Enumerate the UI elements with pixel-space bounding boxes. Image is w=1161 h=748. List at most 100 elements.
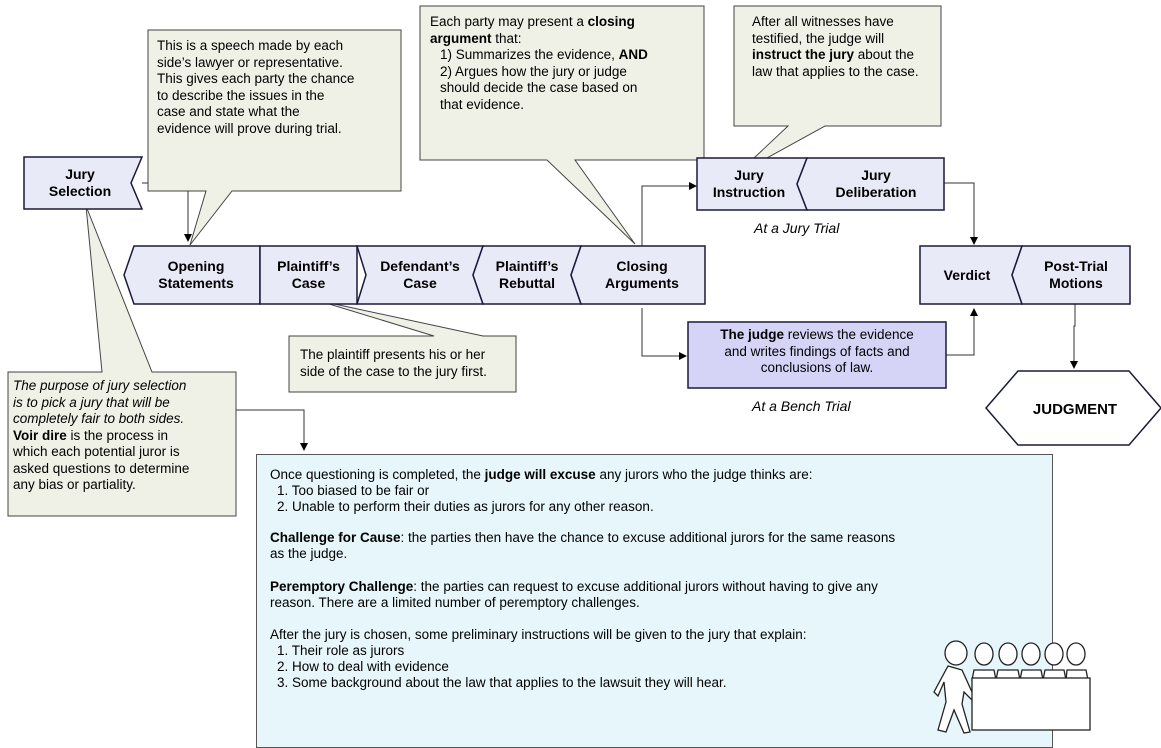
details-peremptory-cont: reason. There are a limited number of pe… [270, 595, 640, 610]
bench-trial-line: The judge reviews the evidence [690, 327, 944, 344]
callout-closing-line: 1) Summarizes the evidence, AND [430, 47, 648, 64]
step-jury-deliberation-label: Deliberation [835, 184, 917, 200]
callout-closing-bold: AND [618, 47, 648, 62]
callout-closing-line: argument that: [430, 31, 648, 48]
details-excuse-item: 2. Unable to perform their duties as jur… [277, 499, 654, 514]
callout-instruction-line: law that applies to the case. [752, 63, 919, 79]
step-defendants-case: Defendant’s Case [365, 248, 475, 302]
step-opening-statements: Opening Statements [134, 248, 258, 302]
callout-closing-text: 1) Summarizes the evidence, [440, 47, 619, 62]
callout-opening-line: case and state what the [157, 104, 300, 119]
step-plaintiffs-case-label: Case [291, 275, 326, 291]
connector-closing-to-instruction [641, 182, 697, 246]
step-judgment: JUDGMENT [1032, 400, 1118, 418]
details-peremptory-bold: Peremptory Challenge [270, 579, 414, 594]
callout-instruction-shape [733, 5, 942, 176]
step-jury-instruction-label: Jury [734, 167, 764, 183]
callout-opening-line: to describe the issues in the [157, 87, 325, 103]
details-after-item: 1. Their role as jurors [277, 643, 405, 658]
post-trial-shape [1011, 245, 1131, 305]
callout-plaintiff-line: The plaintiff presents his or her [300, 347, 486, 362]
details-cause-cont: as the judge. [270, 546, 348, 561]
step-jury-selection-label: Selection [48, 183, 112, 199]
callout-selection-line: Voir dire is the process in [13, 428, 189, 445]
callout-instruction-text: about the [854, 47, 915, 62]
details-peremptory: Peremptory Challenge: the parties can re… [270, 579, 878, 595]
callout-closing-line: should decide the case based on [440, 80, 638, 95]
callout-closing-line: Each party may present a closing [430, 14, 648, 31]
step-defendants-case-label: Case [403, 275, 437, 291]
callout-selection-bold: Voir dire [13, 427, 67, 443]
details-excuse-item: 1. Too biased to be fair or [277, 483, 430, 498]
connector-deliberation-to-verdict [944, 182, 978, 245]
step-opening-statements-label: Opening [167, 258, 225, 274]
caption-jury-trial: At a Jury Trial [754, 220, 840, 236]
step-verdict: Verdict [920, 248, 1014, 302]
step-post-trial-motions-label: Motions [1049, 275, 1103, 291]
connector-selection-to-opening [142, 182, 192, 242]
details-cause: Challenge for Cause: the parties then ha… [270, 530, 895, 546]
step-jury-selection-label: Jury [65, 166, 95, 182]
step-closing-arguments-label: Closing [616, 258, 668, 274]
step-defendants-case-label: Defendant’s [380, 258, 460, 274]
judgment-shape [985, 370, 1161, 446]
callout-selection-shape [7, 205, 237, 517]
opening-statements-shape [123, 245, 261, 305]
jurors-illustration-icon [933, 640, 1091, 734]
callout-opening-line: This gives each party the chance [157, 71, 355, 86]
bench-trial-box: The judge reviews the evidence and write… [690, 327, 944, 377]
callout-plaintiff: The plaintiff presents his or her side o… [300, 347, 487, 380]
callout-plaintiff-line: side of the case to the jury first. [300, 363, 487, 379]
details-peremptory-text: : the parties can request to excuse addi… [413, 579, 878, 594]
details-after-item: 2. How to deal with evidence [277, 659, 449, 674]
callout-selection-line: completely fair to both sides. [13, 411, 185, 426]
callout-closing-bold: closing [587, 14, 635, 29]
connector-posttrial-to-judgment [1070, 304, 1078, 369]
connector-bench-to-verdict [946, 308, 978, 356]
callout-opening-line: This is a speech made by each [157, 38, 344, 53]
closing-arguments-shape [570, 245, 706, 305]
step-jury-instruction: Jury Instruction [699, 160, 799, 208]
details-intro-bold: judge will excuse [484, 467, 596, 482]
details-after: After the jury is chosen, some prelimina… [270, 627, 807, 642]
callout-instruction: After all witnesses have testified, the … [752, 14, 919, 80]
callout-closing-text: that: [491, 30, 522, 46]
callout-closing-bold: argument [430, 30, 492, 46]
details-intro: Once questioning is completed, the judge… [270, 467, 813, 483]
bench-trial-text: reviews the evidence [783, 327, 914, 342]
step-plaintiffs-rebuttal-label: Plaintiff’s [495, 258, 559, 274]
step-closing-arguments: Closing Arguments [580, 248, 704, 302]
step-jury-deliberation-label: Jury [861, 167, 891, 183]
callout-selection-line: asked questions to determine [13, 460, 190, 476]
caption-bench-trial: At a Bench Trial [752, 398, 851, 414]
step-jury-instruction-label: Instruction [712, 184, 786, 200]
step-jury-selection: Jury Selection [28, 160, 132, 206]
bench-trial-line: conclusions of law. [760, 360, 874, 375]
callout-selection-text: is the process in [66, 427, 169, 443]
callout-instruction-line: instruct the jury about the [752, 47, 919, 64]
step-plaintiffs-rebuttal-label: Rebuttal [499, 275, 555, 291]
step-plaintiffs-rebuttal: Plaintiff’s Rebuttal [480, 248, 574, 302]
jury-selection-details-box: Once questioning is completed, the judge… [256, 454, 1053, 748]
callout-closing: Each party may present a closing argumen… [430, 14, 648, 113]
callout-selection-line: which each potential juror is [13, 444, 180, 459]
callout-selection-line: The purpose of jury selection [13, 378, 187, 393]
step-plaintiffs-case: Plaintiff’s Case [260, 248, 357, 302]
callout-opening-line: side’s lawyer or representative. [157, 54, 343, 70]
jury-deliberation-shape [796, 157, 945, 211]
details-intro-text: Once questioning is completed, the [270, 467, 485, 482]
details-cause-text: : the parties then have the chance to ex… [400, 530, 896, 545]
step-verdict-label: Verdict [943, 266, 991, 283]
connector-closing-to-bench [641, 308, 687, 360]
callout-closing-line: 2) Argues how the jury or judge [440, 63, 627, 79]
callout-closing-shape [419, 5, 705, 245]
bench-trial-shape [687, 321, 947, 389]
bench-trial-bold: The judge [720, 327, 784, 342]
details-intro-rest: any jurors who the judge thinks are: [595, 467, 813, 482]
details-cause-bold: Challenge for Cause [270, 530, 401, 545]
callout-plaintiff-shape [288, 299, 517, 393]
step-post-trial-motions: Post-Trial Motions [1024, 248, 1128, 302]
callout-opening-shape [147, 29, 402, 246]
step-post-trial-motions-label: Post-Trial [1044, 258, 1108, 274]
details-after-item: 3. Some background about the law that ap… [277, 675, 727, 690]
